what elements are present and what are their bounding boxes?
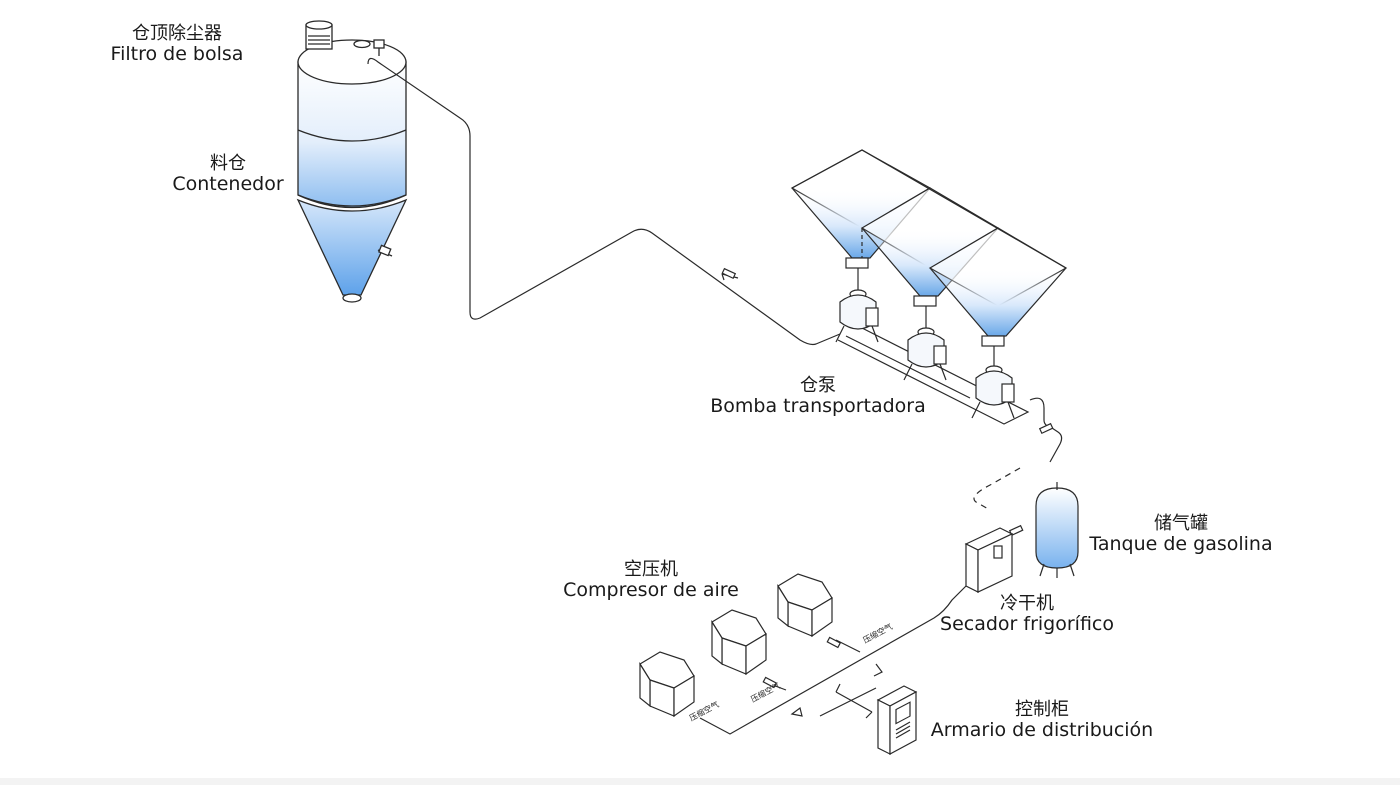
control-cabinet xyxy=(876,685,918,756)
label-dryer-es: Secador frigorífico xyxy=(940,612,1114,635)
compressor-1 xyxy=(639,651,695,718)
label-pump-es: Bomba transportadora xyxy=(710,394,926,417)
label-container-zh: 料仓 xyxy=(210,153,246,174)
label-cabinet: 控制柜 Armario de distribución xyxy=(916,700,1168,741)
label-dryer: 冷干机 Secador frigorífico xyxy=(928,594,1126,635)
transport-pumps xyxy=(835,268,1030,425)
label-pump-zh: 仓泵 xyxy=(800,375,836,396)
label-gas-tank-zh: 储气罐 xyxy=(1154,513,1208,534)
pump-3 xyxy=(971,346,1015,419)
pump-2 xyxy=(903,306,947,381)
label-pump: 仓泵 Bomba transportadora xyxy=(696,376,940,417)
compressor-3 xyxy=(777,573,833,638)
label-container-es: Contenedor xyxy=(172,172,284,195)
label-dryer-zh: 冷干机 xyxy=(1000,593,1054,614)
label-compressor-es: Compresor de aire xyxy=(563,578,739,601)
air-receiver-tank xyxy=(1035,482,1079,578)
label-compressor: 空压机 Compresor de aire xyxy=(552,560,750,601)
label-compressor-zh: 空压机 xyxy=(624,559,678,580)
pump-1 xyxy=(835,268,879,343)
air-compressors xyxy=(639,573,833,718)
pipe-tag-2: 压缩空气 xyxy=(749,680,782,704)
compressor-2 xyxy=(711,609,767,676)
silo xyxy=(296,20,408,303)
label-container: 料仓 Contenedor xyxy=(162,154,294,195)
pipe-tag-3: 压缩空气 xyxy=(861,621,894,645)
label-bag-filter-es: Filtro de bolsa xyxy=(110,42,244,65)
refrigerated-dryer xyxy=(964,527,1014,593)
label-cabinet-zh: 控制柜 xyxy=(1015,699,1069,720)
label-gas-tank-es: Tanque de gasolina xyxy=(1089,532,1273,555)
label-gas-tank: 储气罐 Tanque de gasolina xyxy=(1078,514,1284,555)
receiving-hoppers xyxy=(790,149,1068,347)
label-cabinet-es: Armario de distribución xyxy=(930,718,1154,741)
label-bag-filter: 仓顶除尘器 Filtro de bolsa xyxy=(104,24,250,65)
bottom-divider xyxy=(0,778,1400,785)
compressed-air-lines xyxy=(699,585,967,735)
conveying-pipe xyxy=(367,57,1063,537)
label-bag-filter-zh: 仓顶除尘器 xyxy=(132,23,222,44)
